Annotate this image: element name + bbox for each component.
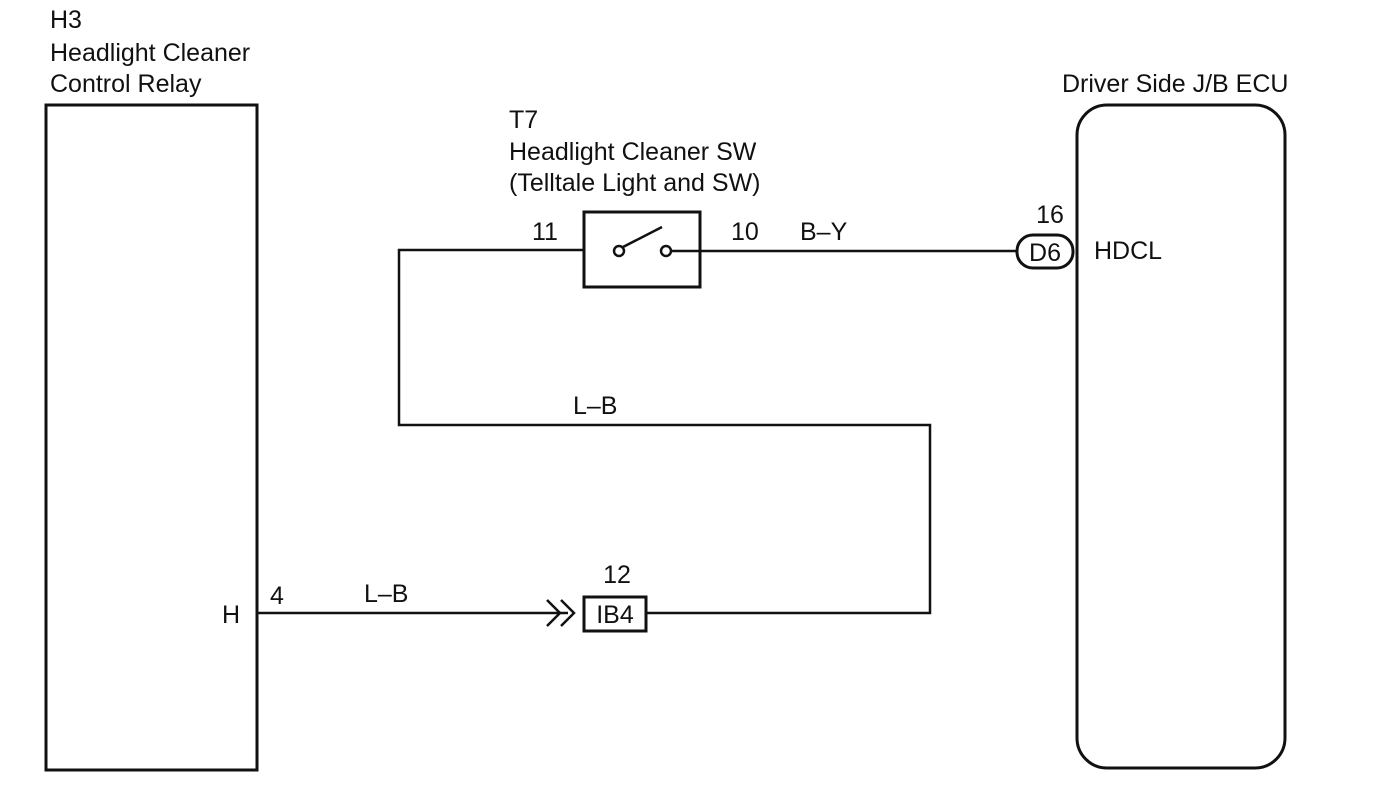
ecu-terminal-label: HDCL [1094,237,1162,265]
relay-body [44,103,259,772]
ecu-body [1075,103,1287,770]
relay-code: H3 [50,6,82,34]
switch-pin-in: 11 [532,218,558,246]
junction-connector-box [582,595,648,633]
wire-segment [397,248,932,615]
switch-subtitle: (Telltale Light and SW) [509,169,761,197]
switch-contact-icon [612,225,700,258]
wire-relay-to-junction: 4 L–B [257,580,568,615]
ecu-name: Driver Side J/B ECU [1062,70,1288,98]
wire-switch-to-ecu: B–Y [700,218,1017,253]
wire-junction-to-switch: L–B [397,248,932,615]
junction-chevron-icon [546,599,576,627]
relay-component: H3 Headlight Cleaner Control Relay H [44,6,259,772]
junction-pin-number: 12 [603,561,631,589]
ecu-connector-oval [1015,233,1075,270]
switch-name: Headlight Cleaner SW [509,138,757,166]
ecu-component: Driver Side J/B ECU HDCL [1062,70,1288,770]
relay-pin-number: 4 [270,582,284,610]
ecu-pin-number: 16 [1036,201,1064,229]
relay-terminal-label: H [222,601,240,629]
switch-body [582,210,702,289]
wire-color-label-relay: L–B [364,580,408,608]
relay-name-line2: Control Relay [50,70,202,98]
switch-pin-out: 10 [731,218,759,246]
ecu-connector: D6 16 [1015,201,1075,270]
wire-color-label-switch: B–Y [800,218,848,246]
switch-component: T7 Headlight Cleaner SW (Telltale Light … [509,106,761,289]
junction-connector: IB4 12 [582,561,648,633]
ecu-connector-label: D6 [1029,239,1061,267]
relay-name-line1: Headlight Cleaner [50,39,250,67]
junction-connector-label: IB4 [596,601,634,629]
wire-color-label-junction: L–B [573,392,617,420]
switch-code: T7 [509,106,538,134]
